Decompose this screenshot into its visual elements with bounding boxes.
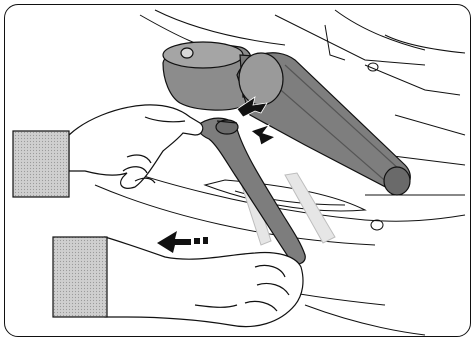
lower-hand bbox=[53, 237, 303, 327]
brake-lever-illustration bbox=[5, 5, 470, 336]
pull-direction-arrow-icon bbox=[157, 231, 208, 253]
brake-lever bbox=[198, 118, 305, 264]
illustration-frame bbox=[4, 4, 471, 337]
handlebar-grip bbox=[237, 53, 410, 195]
upper-hand bbox=[13, 105, 203, 197]
